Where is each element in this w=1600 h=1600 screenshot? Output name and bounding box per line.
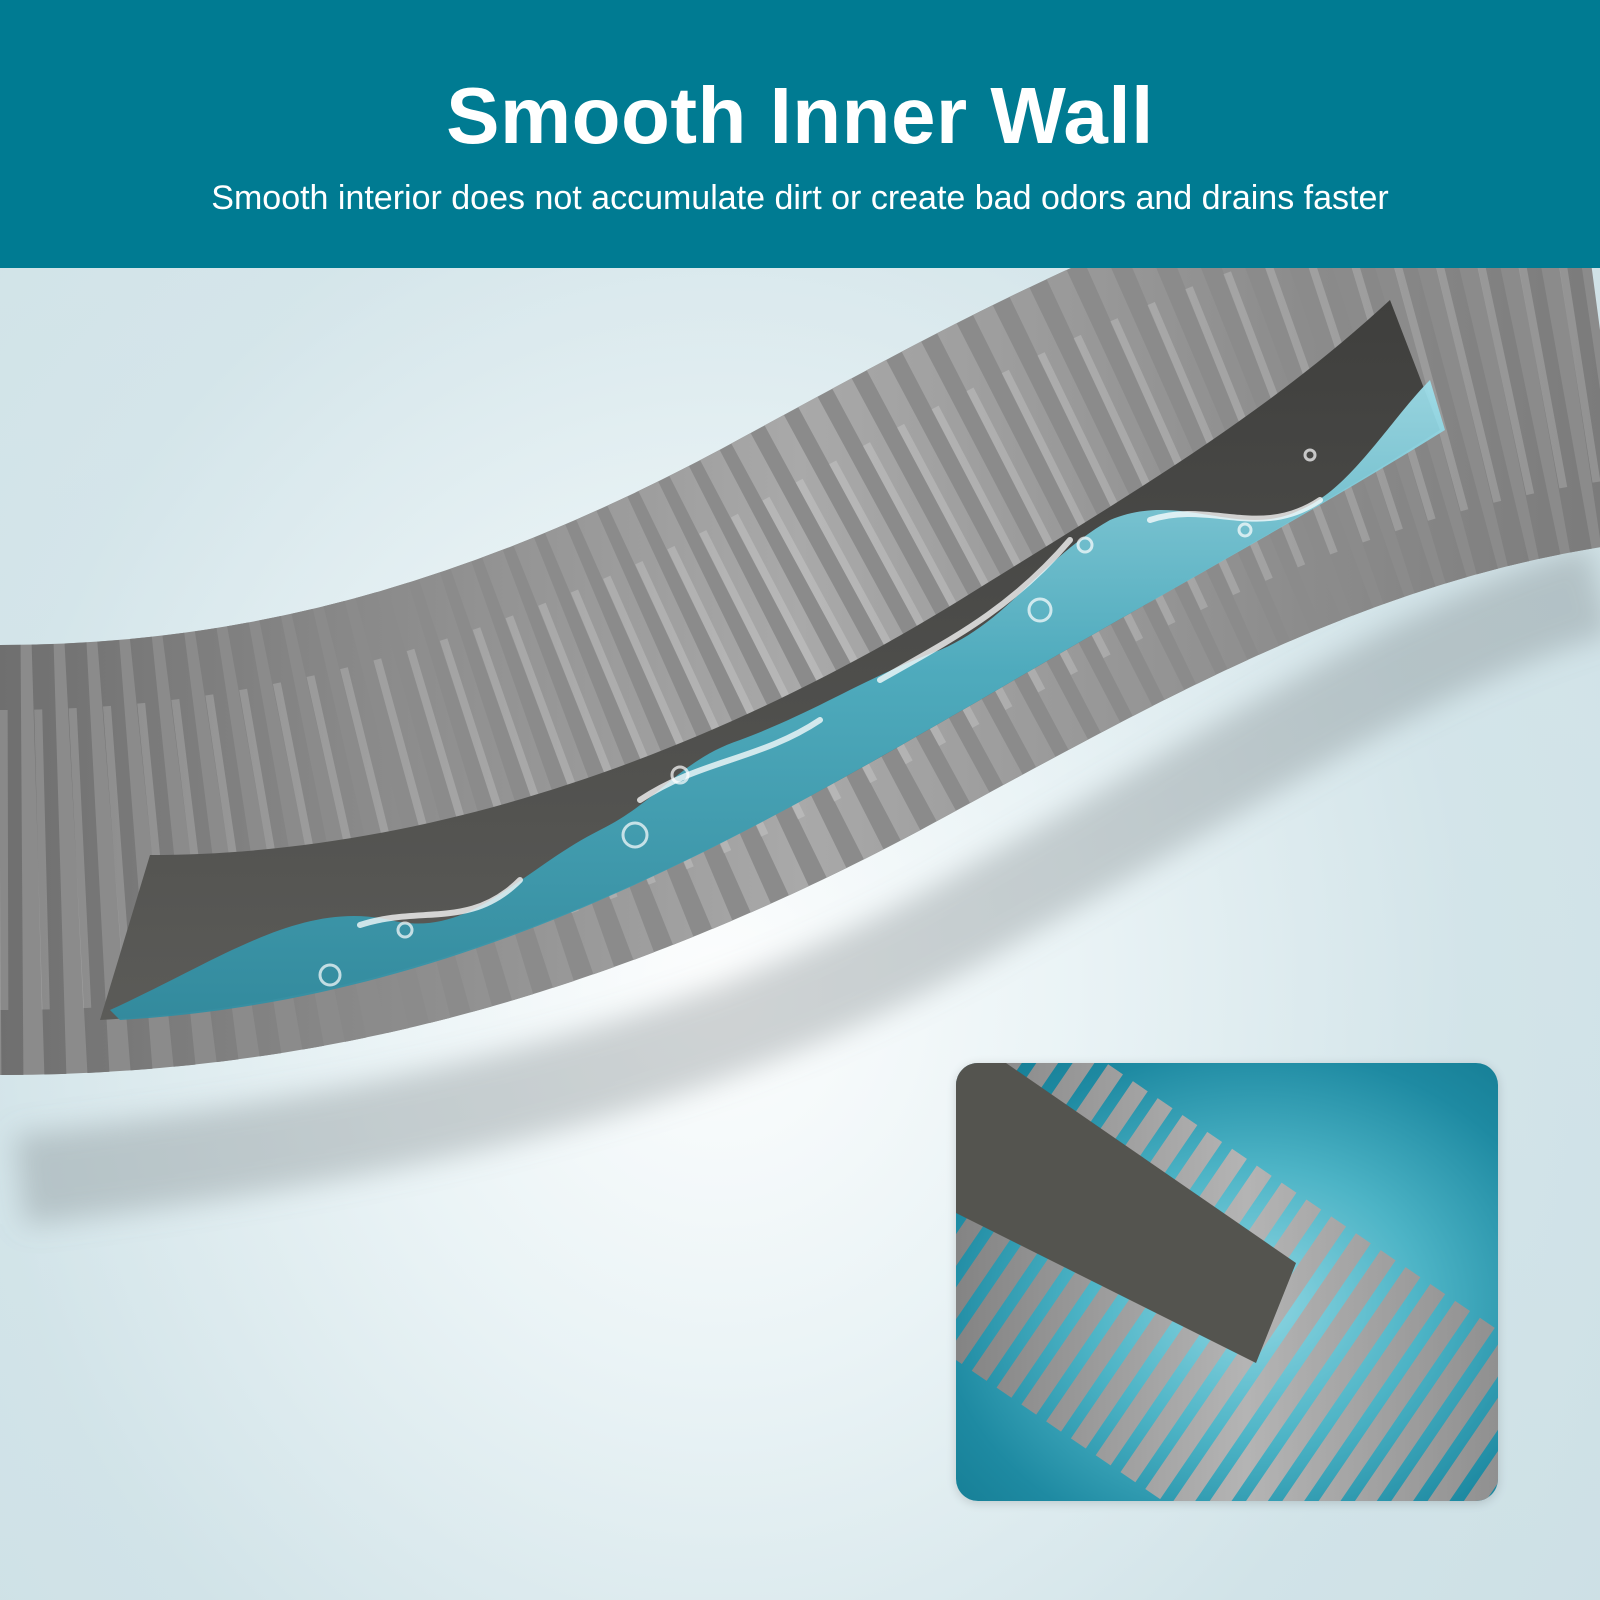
page-subtitle: Smooth interior does not accumulate dirt… xyxy=(211,179,1389,217)
hose-shadow xyxy=(14,546,1600,1225)
water-foam xyxy=(357,497,1323,928)
page-title: Smooth Inner Wall xyxy=(446,71,1154,160)
hose-interior xyxy=(100,300,1440,1020)
inset-hose-illustration xyxy=(956,1063,1498,1501)
inset-hose-interior xyxy=(956,1063,1296,1363)
water-bubbles xyxy=(318,448,1317,987)
detail-inset xyxy=(956,1063,1498,1501)
title-banner: Smooth Inner Wall Smooth interior does n… xyxy=(0,0,1600,268)
water-flow xyxy=(110,380,1445,1020)
